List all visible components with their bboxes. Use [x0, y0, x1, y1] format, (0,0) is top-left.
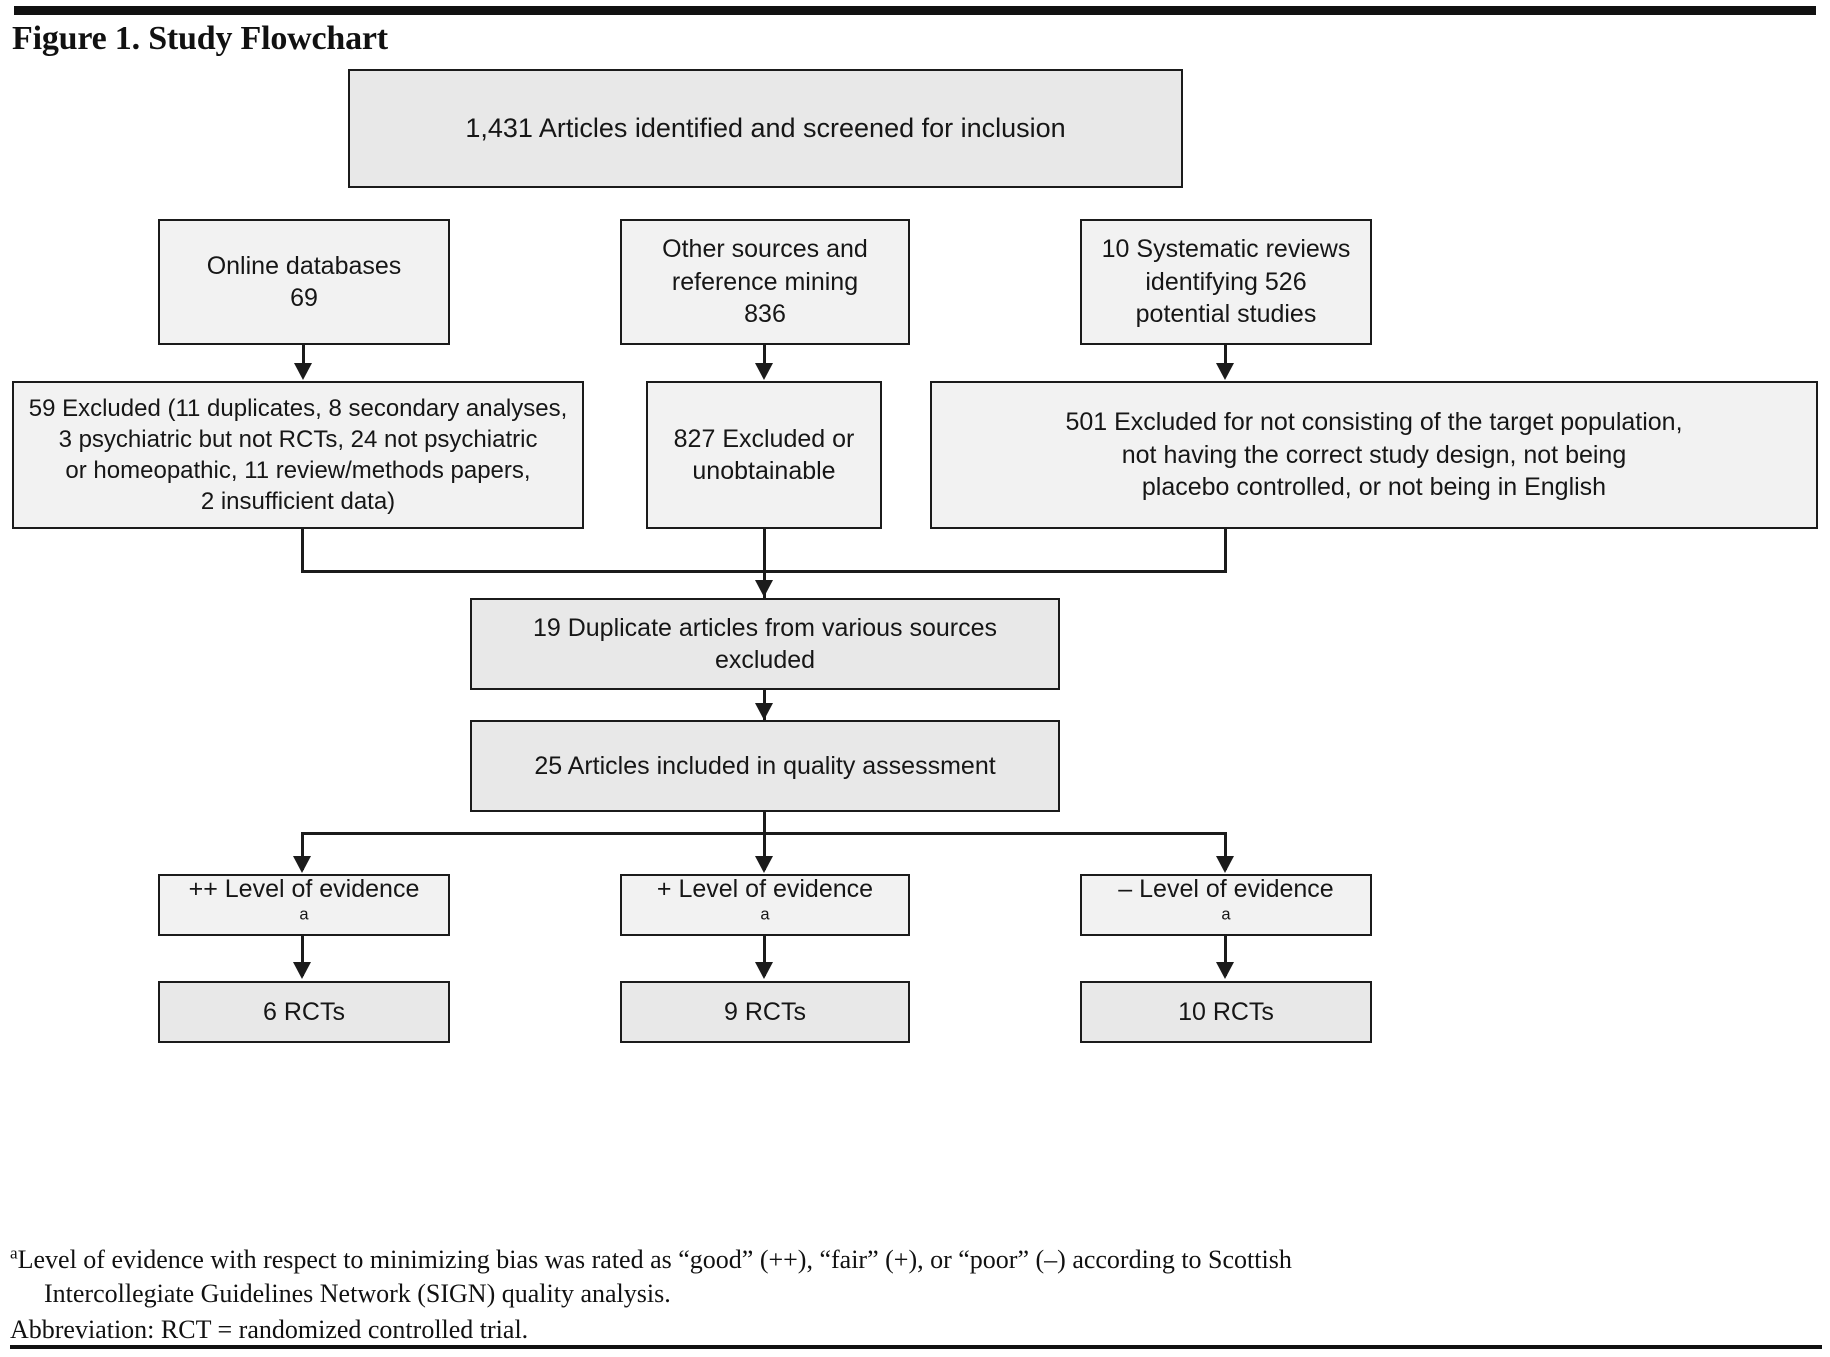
footnote-a: aLevel of evidence with respect to minim… — [10, 1243, 1820, 1311]
node-source-reviews-line1: 10 Systematic reviews — [1101, 235, 1351, 264]
node-excluded-other-line2: unobtainable — [692, 457, 836, 485]
node-evidence-poor: – Level of evidence a — [1080, 874, 1372, 936]
footnote-abbreviation: Abbreviation: RCT = randomized controlle… — [10, 1314, 529, 1344]
node-excluded-reviews-line1: 501 Excluded for not consisting of the t… — [1065, 408, 1683, 437]
node-source-online-line1: Online databases — [206, 251, 402, 280]
node-excluded-reviews: 501 Excluded for not consisting of the t… — [930, 381, 1818, 529]
arrowhead-evidence-good-to-rcts — [293, 962, 311, 979]
connector-evidence-poor-to-rcts — [1224, 936, 1227, 976]
node-source-other-line2: reference mining — [671, 267, 859, 296]
node-excluded-online: 59 Excluded (11 duplicates, 8 secondary … — [12, 381, 584, 529]
node-rcts-poor-label: 10 RCTs — [1178, 997, 1274, 1026]
node-evidence-fair-label: + Level of evidence — [656, 874, 874, 903]
node-rcts-fair-label: 9 RCTs — [724, 997, 806, 1026]
arrowhead-bus-to-evidence-good — [293, 856, 311, 873]
footnote-a-line2: Intercollegiate Guidelines Network (SIGN… — [44, 1278, 671, 1308]
node-excluded-online-line3: or homeopathic, 11 review/methods papers… — [65, 457, 531, 484]
top-rule — [14, 6, 1816, 15]
node-articles-screened-label: 1,431 Articles identified and screened f… — [465, 112, 1066, 143]
connector-excl-reviews-down — [1224, 529, 1227, 572]
node-source-other-line3: 836 — [744, 300, 786, 329]
footnote-a-line1: Level of evidence with respect to minimi… — [17, 1245, 1292, 1274]
node-articles-screened: 1,431 Articles identified and screened f… — [348, 69, 1183, 188]
connector-excl-online-down — [301, 529, 304, 572]
footnotes: aLevel of evidence with respect to minim… — [10, 1243, 1820, 1346]
connector-other-to-excl — [763, 345, 766, 367]
node-source-systematic-reviews: 10 Systematic reviews identifying 526 po… — [1080, 219, 1372, 345]
node-source-reviews-line3: potential studies — [1135, 300, 1317, 329]
node-evidence-good-label: ++ Level of evidence — [188, 874, 420, 903]
node-rcts-good-label: 6 RCTs — [263, 997, 345, 1026]
node-evidence-poor-label: – Level of evidence — [1118, 874, 1334, 903]
connector-bus-to-evidence-fair — [763, 832, 766, 870]
connector-online-to-excl — [302, 345, 305, 367]
footnote-a-marker: a — [10, 1243, 18, 1263]
arrowhead-evidence-poor-to-rcts — [1216, 962, 1234, 979]
footnote-marker-fair: a — [760, 905, 770, 924]
node-rcts-fair: 9 RCTs — [620, 981, 910, 1043]
arrowhead-bus-to-evidence-poor — [1216, 856, 1234, 873]
figure-title: Figure 1. Study Flowchart — [12, 20, 388, 57]
node-source-other-line1: Other sources and — [662, 235, 868, 264]
node-source-online-databases: Online databases 69 — [158, 219, 450, 345]
node-evidence-good: ++ Level of evidence a — [158, 874, 450, 936]
node-excluded-reviews-line2: not having the correct study design, not… — [1121, 440, 1627, 469]
connector-bus-to-evidence-poor — [1224, 832, 1227, 870]
arrowhead-duplicates-to-quality — [755, 703, 773, 720]
node-excluded-online-line2: 3 psychiatric but not RCTs, 24 not psych… — [58, 425, 538, 453]
arrowhead-online-to-excl — [294, 363, 312, 380]
bottom-rule — [10, 1345, 1822, 1349]
node-quality-assessment-label: 25 Articles included in quality assessme… — [534, 751, 996, 780]
footnote-marker-good: a — [299, 905, 309, 924]
node-rcts-good: 6 RCTs — [158, 981, 450, 1043]
arrowhead-evidence-fair-to-rcts — [755, 962, 773, 979]
connector-reviews-to-excl — [1224, 345, 1227, 367]
arrowhead-bus-to-duplicates — [755, 580, 773, 597]
node-evidence-fair: + Level of evidence a — [620, 874, 910, 936]
arrowhead-reviews-to-excl — [1216, 363, 1234, 380]
node-excluded-online-line4: 2 insufficient data) — [200, 488, 396, 516]
node-excluded-reviews-line3: placebo controlled, or not being in Engl… — [1141, 473, 1607, 502]
connector-quality-stem — [763, 812, 766, 834]
node-excluded-other: 827 Excluded or unobtainable — [646, 381, 882, 529]
node-quality-assessment: 25 Articles included in quality assessme… — [470, 720, 1060, 812]
connector-bus-to-evidence-good — [301, 832, 304, 870]
node-rcts-poor: 10 RCTs — [1080, 981, 1372, 1043]
footnote-marker-poor: a — [1221, 905, 1231, 924]
connector-evidence-good-to-rcts — [301, 936, 304, 976]
node-source-online-line2: 69 — [290, 284, 318, 312]
connector-evidence-fair-to-rcts — [763, 936, 766, 976]
arrowhead-bus-to-evidence-fair — [755, 856, 773, 873]
node-duplicates-excluded: 19 Duplicate articles from various sourc… — [470, 598, 1060, 690]
node-excluded-online-line1: 59 Excluded (11 duplicates, 8 secondary … — [28, 394, 568, 422]
connector-excl-other-down — [763, 529, 766, 572]
arrowhead-other-to-excl — [755, 363, 773, 380]
node-duplicates-excluded-label: 19 Duplicate articles from various sourc… — [532, 613, 998, 675]
node-source-other-reference-mining: Other sources and reference mining 836 — [620, 219, 910, 345]
node-excluded-other-line1: 827 Excluded or — [673, 424, 855, 453]
node-source-reviews-line2: identifying 526 — [1145, 267, 1307, 296]
